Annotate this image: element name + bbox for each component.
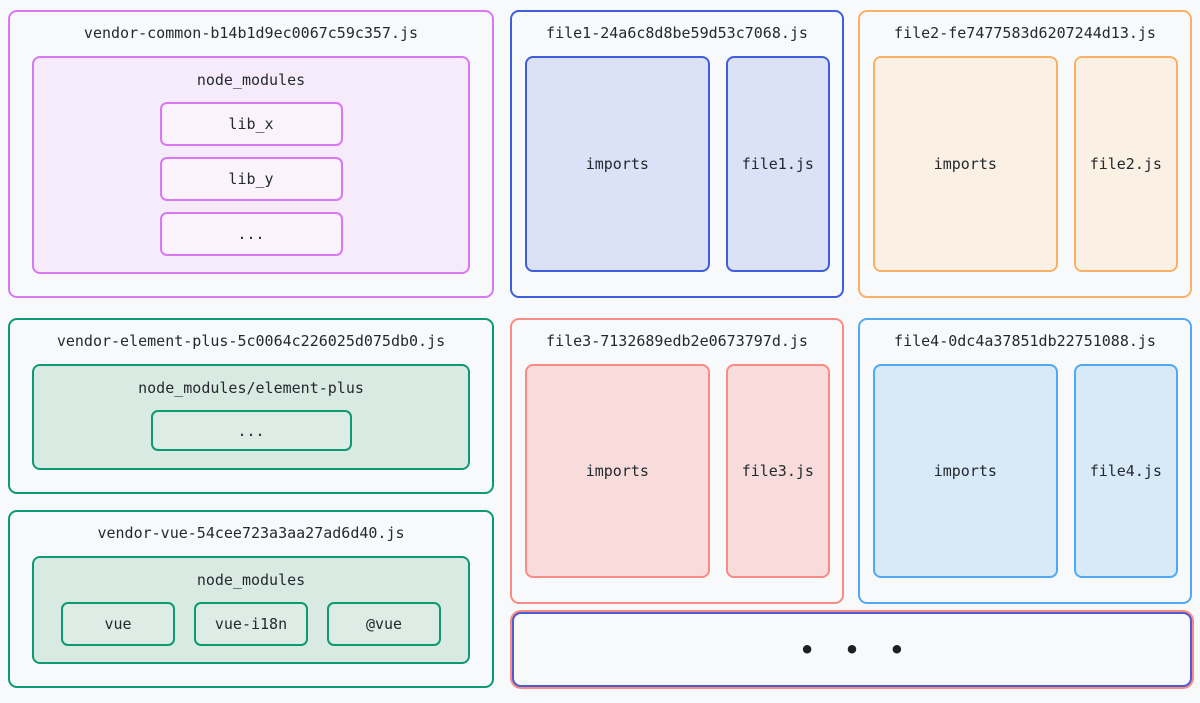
chunk-file1: file1-24a6c8d8be59d53c7068.js imports fi… bbox=[510, 10, 844, 298]
entry-block: file1.js bbox=[725, 56, 830, 272]
module-item-vue: vue bbox=[61, 602, 175, 646]
module-item-vue-i18n: vue-i18n bbox=[194, 602, 308, 646]
module-group-title: node_modules bbox=[196, 71, 306, 89]
chunk-body: node_modules/element-plus ... bbox=[10, 362, 492, 492]
chunk-file3: file3-7132689edb2e0673797d.js imports fi… bbox=[510, 318, 844, 604]
module-group-title: node_modules bbox=[196, 571, 306, 589]
imports-block: imports bbox=[873, 56, 1058, 272]
ellipsis-dots: • • • bbox=[799, 635, 913, 664]
chunk-vendor-vue: vendor-vue-54cee723a3aa27ad6d40.js node_… bbox=[8, 510, 494, 688]
chunk-title: file1-24a6c8d8be59d53c7068.js bbox=[546, 24, 808, 42]
entry-block: file4.js bbox=[1073, 364, 1178, 578]
imports-block: imports bbox=[525, 364, 710, 578]
module-items: vue vue-i18n @vue bbox=[34, 602, 468, 662]
module-item-at-vue: @vue bbox=[327, 602, 441, 646]
entry-block: file3.js bbox=[725, 364, 830, 578]
imports-block: imports bbox=[873, 364, 1058, 578]
chunk-vendor-common: vendor-common-b14b1d9ec0067c59c357.js no… bbox=[8, 10, 494, 298]
module-group-node-modules: node_modules vue vue-i18n @vue bbox=[32, 556, 470, 664]
chunk-body: imports file4.js bbox=[860, 362, 1190, 602]
entry-block: file2.js bbox=[1073, 56, 1178, 272]
module-group-element-plus: node_modules/element-plus ... bbox=[32, 364, 470, 470]
chunk-title: vendor-vue-54cee723a3aa27ad6d40.js bbox=[97, 524, 405, 542]
chunk-body: node_modules lib_x lib_y ... bbox=[10, 54, 492, 296]
chunk-body: node_modules vue vue-i18n @vue bbox=[10, 554, 492, 686]
imports-block: imports bbox=[525, 56, 710, 272]
chunk-title: file2-fe7477583d6207244d13.js bbox=[894, 24, 1156, 42]
module-group-node-modules: node_modules lib_x lib_y ... bbox=[32, 56, 470, 274]
chunk-body: imports file2.js bbox=[860, 54, 1190, 296]
module-item-ellipsis: ... bbox=[150, 410, 352, 451]
chunk-more-ellipsis: • • • bbox=[512, 612, 1192, 687]
module-items: lib_x lib_y ... bbox=[34, 102, 468, 272]
chunk-title: vendor-common-b14b1d9ec0067c59c357.js bbox=[83, 24, 419, 42]
chunk-title: file4-0dc4a37851db22751088.js bbox=[894, 332, 1156, 350]
chunk-file4: file4-0dc4a37851db22751088.js imports fi… bbox=[858, 318, 1192, 604]
module-item-lib-x: lib_x bbox=[159, 102, 343, 146]
chunk-file2: file2-fe7477583d6207244d13.js imports fi… bbox=[858, 10, 1192, 298]
chunk-body: imports file1.js bbox=[512, 54, 842, 296]
chunk-vendor-element-plus: vendor-element-plus-5c0064c226025d075db0… bbox=[8, 318, 494, 494]
module-items: ... bbox=[34, 410, 468, 468]
chunk-title: vendor-element-plus-5c0064c226025d075db0… bbox=[56, 332, 446, 350]
module-item-lib-y: lib_y bbox=[159, 157, 343, 201]
chunk-title: file3-7132689edb2e0673797d.js bbox=[546, 332, 808, 350]
chunk-body: imports file3.js bbox=[512, 362, 842, 602]
module-group-title: node_modules/element-plus bbox=[138, 379, 364, 397]
module-item-ellipsis: ... bbox=[159, 212, 343, 256]
